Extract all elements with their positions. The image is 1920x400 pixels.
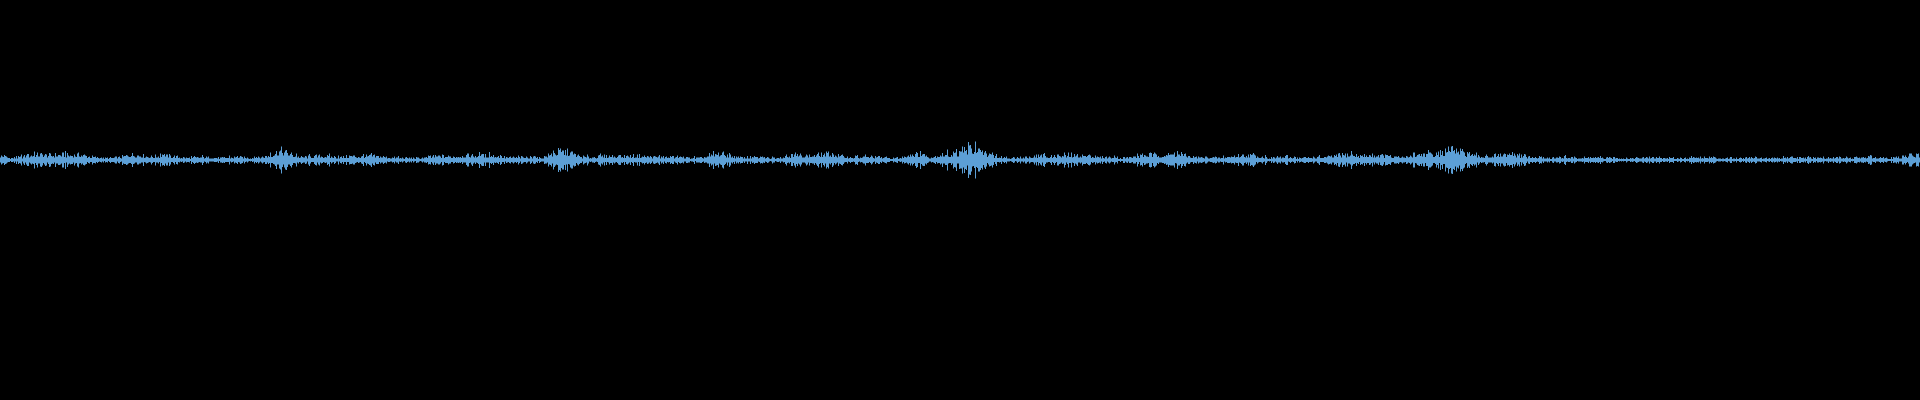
waveform-path [0, 141, 1920, 179]
